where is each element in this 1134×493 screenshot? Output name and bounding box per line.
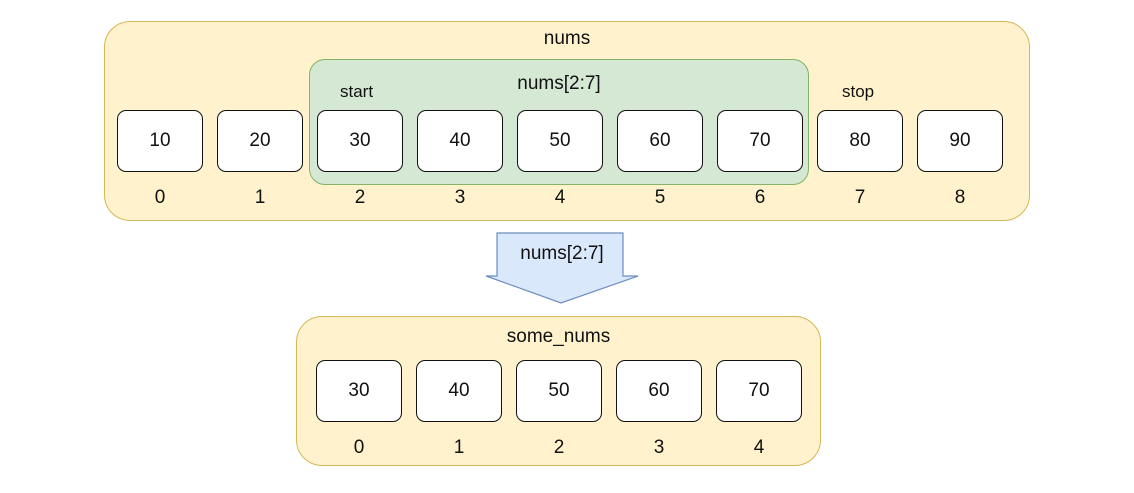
some-nums-cell-0: 30 [316, 360, 402, 422]
down-arrow-icon [485, 232, 639, 304]
down-arrow-shape [485, 232, 639, 304]
some-nums-cell-3: 60 [616, 360, 702, 422]
nums-cell-4: 50 [517, 110, 603, 172]
nums-index-3: 3 [454, 187, 466, 208]
nums-index-6: 6 [754, 187, 766, 208]
arrow-label: nums[2:7] [520, 243, 604, 264]
slice-title: nums[2:7] [517, 73, 601, 94]
nums-index-4: 4 [554, 187, 566, 208]
some-nums-index-1: 1 [453, 437, 465, 458]
some-nums-index-4: 4 [753, 437, 765, 458]
nums-cell-1: 20 [217, 110, 303, 172]
some-nums-index-0: 0 [353, 437, 365, 458]
nums-cell-8: 90 [917, 110, 1003, 172]
nums-cell-6: 70 [717, 110, 803, 172]
some-nums-cell-2: 50 [516, 360, 602, 422]
nums-index-8: 8 [954, 187, 966, 208]
some-nums-title: some_nums [506, 326, 611, 347]
some-nums-index-2: 2 [553, 437, 565, 458]
stop-label: stop [842, 82, 875, 101]
nums-cell-2: 30 [317, 110, 403, 172]
some-nums-index-3: 3 [653, 437, 665, 458]
nums-cell-5: 60 [617, 110, 703, 172]
start-label: start [340, 82, 374, 101]
nums-index-5: 5 [654, 187, 666, 208]
nums-title: nums [543, 28, 591, 49]
nums-index-2: 2 [354, 187, 366, 208]
some-nums-cell-1: 40 [416, 360, 502, 422]
nums-index-0: 0 [154, 187, 166, 208]
some-nums-cell-4: 70 [716, 360, 802, 422]
nums-index-7: 7 [854, 187, 866, 208]
nums-cell-0: 10 [117, 110, 203, 172]
nums-cell-7: 80 [817, 110, 903, 172]
nums-cell-3: 40 [417, 110, 503, 172]
nums-index-1: 1 [254, 187, 266, 208]
